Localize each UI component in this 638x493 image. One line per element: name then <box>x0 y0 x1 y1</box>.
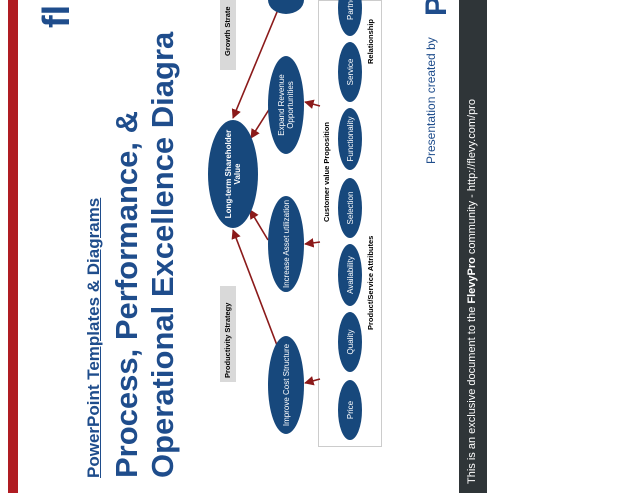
created-by-label: Presentation created by <box>424 37 438 164</box>
shareholder-value-label: Long-term Shareholder Value <box>224 129 242 219</box>
attr-functionality: Functionality <box>338 108 362 170</box>
attr-quality: Quality <box>338 312 362 372</box>
attr-price-label: Price <box>345 400 355 420</box>
shareholder-value-node: Long-term Shareholder Value <box>208 120 258 228</box>
exclusive-notice-pre: This is an exclusive document to the <box>466 303 478 484</box>
attr-service: Service <box>338 42 362 102</box>
productivity-strategy-box <box>220 286 236 382</box>
exclusive-notice: This is an exclusive document to the Fle… <box>466 99 478 484</box>
attr-quality-label: Quality <box>345 329 355 355</box>
exclusive-notice-brand: FlevyPro <box>466 257 478 304</box>
node-increase-asset-label: Increase Asset utilization <box>281 199 291 289</box>
node-improve-cost-label: Improve Cost Structure <box>281 343 291 427</box>
attr-selection: Selection <box>338 178 362 238</box>
exclusive-notice-link[interactable]: community - http://flevy.com/pro <box>466 99 478 258</box>
node-expand-revenue-label: Expand Revenue Opportunities <box>277 74 295 136</box>
flevypro-logo: P <box>420 0 453 16</box>
node-expand-revenue: Expand Revenue Opportunities <box>268 56 304 154</box>
node-increase-asset: Increase Asset utilization <box>268 196 304 292</box>
relationship-axis-label: Relationship <box>366 18 375 64</box>
accent-bar <box>8 0 18 493</box>
attr-partnership: Partnership <box>338 0 362 36</box>
growth-strategy-label: Growth Strate <box>223 6 232 56</box>
node-partial-top <box>268 0 304 14</box>
attr-partnership-label: Partnership <box>338 0 362 36</box>
footer-bar <box>459 0 487 493</box>
growth-strategy-box <box>220 0 236 70</box>
attr-functionality-label: Functionality <box>345 116 355 162</box>
attr-availability: Availability <box>338 244 362 306</box>
productivity-strategy-label: Productivity Strategy <box>223 302 232 378</box>
attr-selection-label: Selection <box>345 191 355 225</box>
attr-price: Price <box>338 380 362 440</box>
attr-availability-label: Availability <box>345 256 355 294</box>
attr-service-label: Service <box>345 58 355 86</box>
attributes-axis-label: Product/Service Attributes <box>366 235 375 330</box>
value-proposition-label: Customer value Proposition <box>322 121 331 222</box>
node-improve-cost: Improve Cost Structure <box>268 336 304 434</box>
